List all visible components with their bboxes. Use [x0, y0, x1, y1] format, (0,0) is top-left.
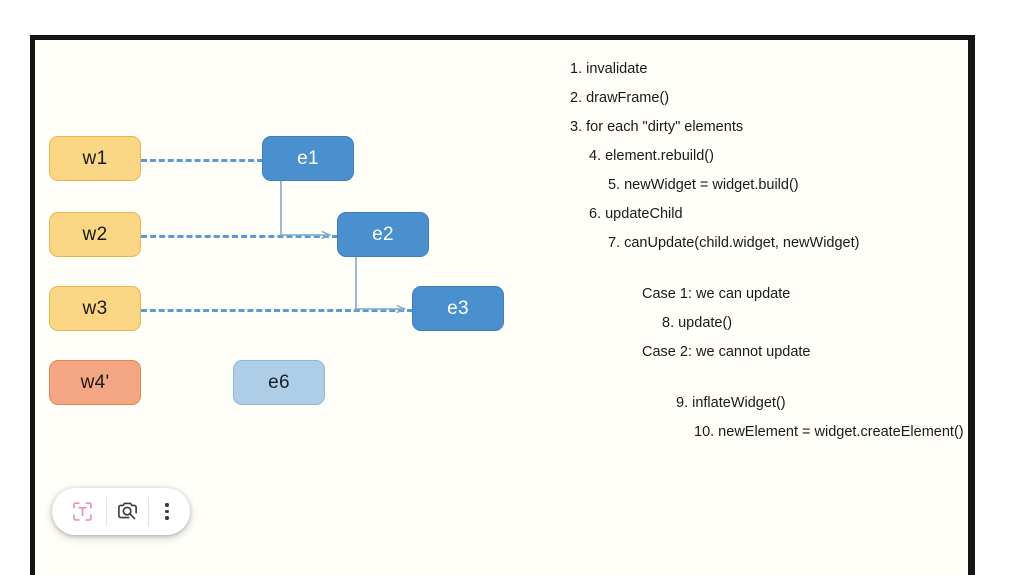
diagram-node-w1: w1: [49, 136, 141, 181]
dashed-link-w2-e2: [141, 235, 338, 238]
diagram-node-e6: e6: [233, 360, 325, 405]
diagram-node-label: e1: [297, 147, 319, 169]
diagram-node-label: w1: [82, 147, 108, 169]
call-list-item: 4. element.rebuild(): [589, 148, 714, 164]
call-list-item: Case 1: we can update: [642, 286, 791, 302]
lens-toolbar[interactable]: [52, 488, 190, 535]
call-list-item: 1. invalidate: [570, 61, 648, 77]
diagram-node-label: e6: [268, 371, 290, 393]
diagram-node-label: e2: [372, 223, 394, 245]
diagram-node-e2: e2: [337, 212, 429, 257]
diagram-node-label: w4': [80, 371, 110, 393]
call-list-item: 3. for each "dirty" elements: [570, 119, 744, 135]
more-options-button[interactable]: [148, 488, 190, 535]
diagram-node-w4p: w4': [49, 360, 141, 405]
dashed-link-w1-e1: [141, 159, 263, 162]
lens-camera-icon: [117, 502, 137, 520]
diagram-node-e1: e1: [262, 136, 354, 181]
select-text-button[interactable]: [52, 488, 106, 535]
call-list-item: 6. updateChild: [589, 206, 683, 222]
call-list-item: Case 2: we cannot update: [642, 344, 811, 360]
three-dots-icon: [165, 503, 169, 520]
slide-canvas: w1 w2 w3 w4' e1 e2 e3 e6 1. invalidate 2. drawFr…: [35, 40, 968, 575]
slide-frame: w1 w2 w3 w4' e1 e2 e3 e6 1. invalidate 2. drawFr…: [30, 35, 975, 575]
call-list-item: 9. inflateWidget(): [676, 395, 786, 411]
connector-e1-e2: [280, 181, 330, 235]
call-list-item: 5. newWidget = widget.build(): [608, 177, 799, 193]
select-text-icon: [72, 502, 92, 521]
diagram-node-label: w3: [82, 297, 108, 319]
lens-search-button[interactable]: [106, 488, 148, 535]
call-sequence-list: 1. invalidate 2. drawFrame() 3. for each "…: [570, 55, 968, 447]
diagram-node-label: w2: [82, 223, 108, 245]
diagram-node-e3: e3: [412, 286, 504, 331]
call-list-item: 2. drawFrame(): [570, 90, 670, 106]
call-list-item: 10. newElement = widget.createElement(): [694, 424, 964, 440]
dashed-link-w3-e3: [141, 309, 413, 312]
diagram-node-label: e3: [447, 297, 469, 319]
diagram-node-w3: w3: [49, 286, 141, 331]
call-list-item: 7. canUpdate(child.widget, newWidget): [608, 235, 860, 251]
diagram-node-w2: w2: [49, 212, 141, 257]
call-list-item: 8. update(): [662, 315, 733, 331]
connector-e2-e3: [355, 257, 405, 309]
